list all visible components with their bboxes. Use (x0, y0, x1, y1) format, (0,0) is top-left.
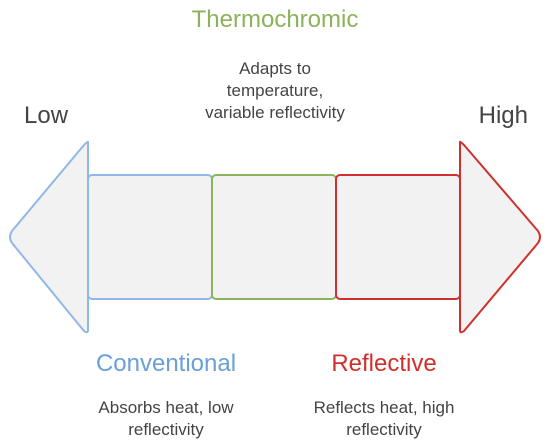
high-label: High (478, 102, 528, 129)
reflective-description: Reflects heat, high reflectivity (284, 397, 484, 441)
reflective-title: Reflective (331, 350, 437, 377)
thermochromic-description: Adapts to temperature, variable reflecti… (175, 58, 375, 124)
low-label: Low (24, 102, 69, 129)
high-arrow-head (459, 140, 541, 334)
conventional-segment (87, 174, 213, 300)
thermochromic-segment (211, 174, 337, 300)
low-arrow-head (9, 140, 89, 334)
reflective-description-line1: Reflects heat, high (313, 398, 455, 417)
thermochromic-description-line3: variable reflectivity (205, 103, 345, 122)
conventional-description-line2: reflectivity (128, 420, 204, 439)
conventional-description-line1: Absorbs heat, low (98, 398, 234, 417)
conventional-title: Conventional (95, 350, 237, 377)
reflective-segment (335, 174, 461, 300)
conventional-description: Absorbs heat, low reflectivity (66, 397, 266, 441)
thermochromic-description-line2: temperature, (226, 81, 324, 100)
reflective-description-line2: reflectivity (346, 420, 422, 439)
thermochromic-description-line1: Adapts to (239, 59, 311, 78)
thermochromic-title: Thermochromic (191, 6, 359, 33)
